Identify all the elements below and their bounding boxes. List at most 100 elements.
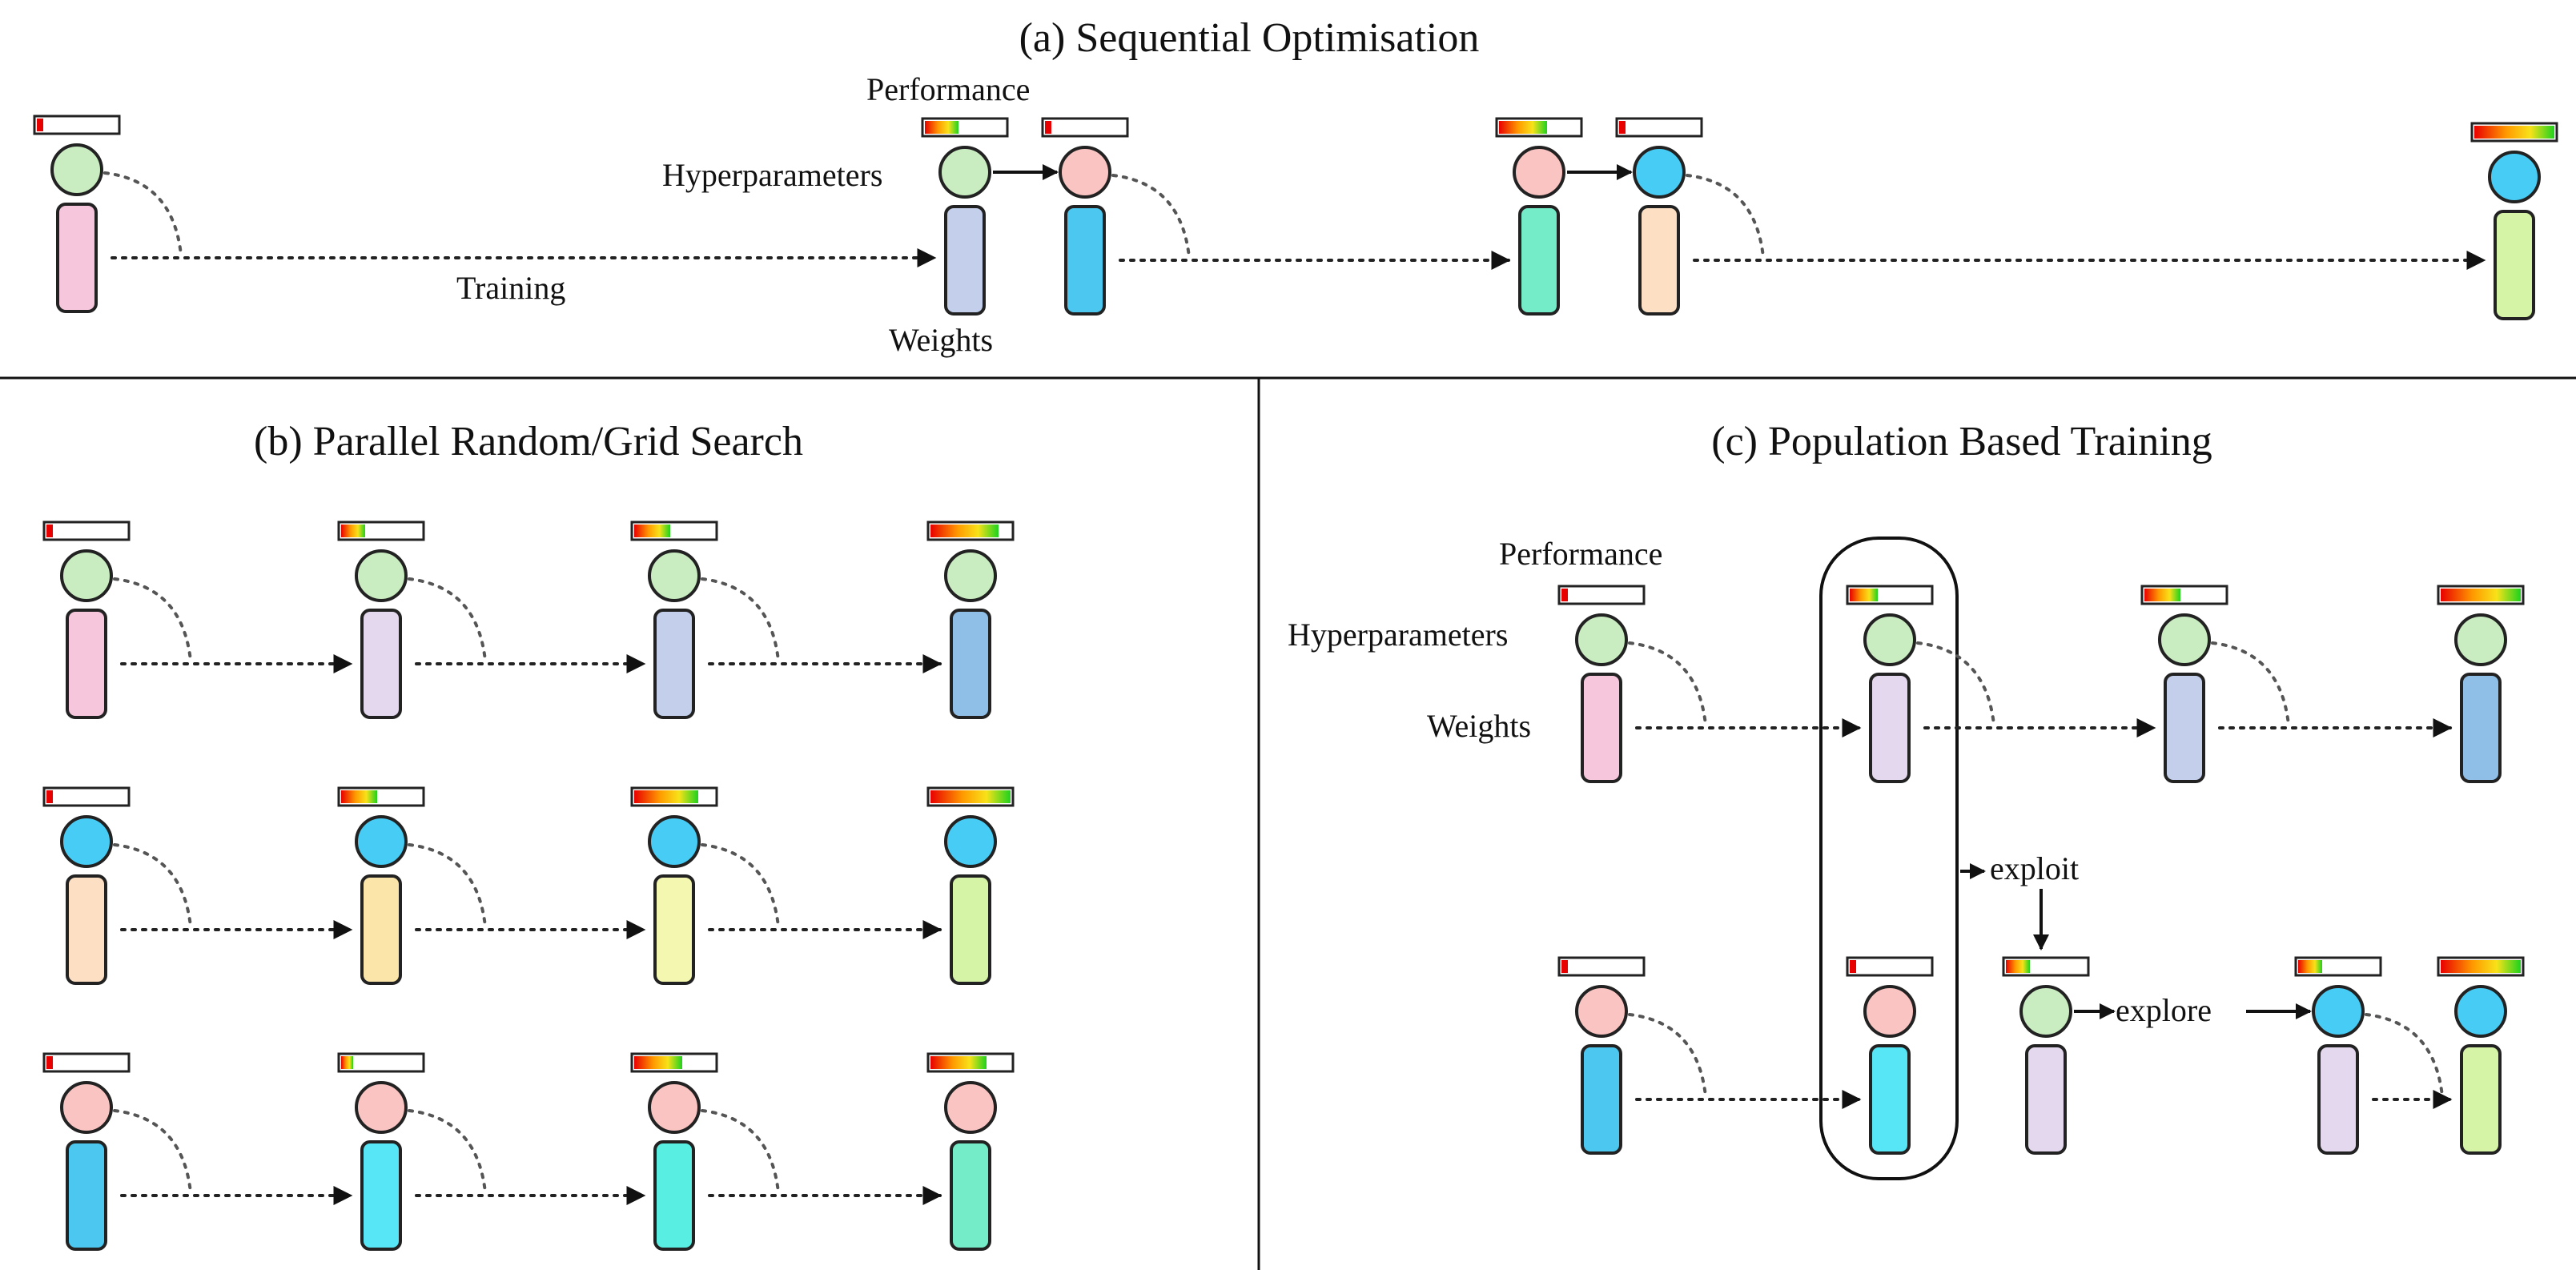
training-curve xyxy=(701,577,780,662)
hyperparameters-circle xyxy=(2454,985,2507,1038)
performance-bar xyxy=(42,1052,131,1073)
hyperparameters-circle xyxy=(648,549,701,602)
training-curve xyxy=(2365,1013,2444,1098)
training-curve xyxy=(113,577,192,662)
label-hyperparameters: Hyperparameters xyxy=(662,157,882,193)
label-training: Training xyxy=(456,270,565,306)
model-node xyxy=(926,520,1015,719)
weights-rect xyxy=(2317,1044,2359,1155)
weights-rect xyxy=(950,874,991,985)
hyperparameters-circle xyxy=(50,143,103,196)
model-node xyxy=(1557,585,1646,783)
weights-rect xyxy=(1581,673,1622,783)
weights-rect xyxy=(1064,205,1106,315)
hyperparameters-circle xyxy=(944,549,997,602)
model-node xyxy=(921,117,1009,315)
weights-rect xyxy=(944,205,986,315)
performance-bar-fill xyxy=(1850,589,1878,601)
model-node xyxy=(337,1052,425,1251)
performance-bar-fill xyxy=(2144,589,2180,601)
hyperparameters-circle xyxy=(648,1081,701,1134)
hyperparameters-circle xyxy=(944,1081,997,1134)
performance-bar-fill xyxy=(2298,960,2322,973)
performance-bar-fill xyxy=(341,524,365,537)
training-curve xyxy=(701,843,780,928)
training-curve xyxy=(2211,641,2290,726)
hyperparameters-circle xyxy=(1575,985,1628,1038)
hyperparameters-circle xyxy=(2158,613,2211,666)
performance-bar-fill xyxy=(37,119,43,131)
label-exploit: exploit xyxy=(1990,850,2079,886)
hyperparameters-circle xyxy=(1059,146,1111,199)
pbt-population-box xyxy=(1819,537,1959,1180)
performance-bar-fill xyxy=(930,1056,987,1069)
model-node xyxy=(630,1052,718,1251)
weights-rect xyxy=(1869,673,1911,783)
training-curve xyxy=(113,1109,192,1194)
performance-bar-fill xyxy=(634,790,698,803)
model-node xyxy=(2002,956,2090,1155)
performance-bar-fill xyxy=(1561,960,1568,973)
training-curve xyxy=(408,843,487,928)
model-node xyxy=(42,786,131,985)
model-node xyxy=(630,520,718,719)
weights-rect xyxy=(950,1140,991,1251)
performance-bar xyxy=(42,520,131,541)
hyperparameters-circle xyxy=(2454,613,2507,666)
hyperparameters-circle xyxy=(2312,985,2365,1038)
performance-bar-fill xyxy=(46,524,53,537)
hyperparameters-circle xyxy=(355,815,408,868)
model-node xyxy=(33,115,121,313)
model-node xyxy=(2437,956,2525,1155)
hyperparameters-circle xyxy=(1863,985,1916,1038)
weights-rect xyxy=(653,874,695,985)
hyperparameters-circle xyxy=(648,815,701,868)
performance-bar xyxy=(1041,117,1129,138)
performance-bar-fill xyxy=(1561,589,1568,601)
weights-rect xyxy=(2164,673,2205,783)
hyperparameters-circle xyxy=(60,1081,113,1134)
weights-rect xyxy=(1638,205,1680,315)
performance-bar-fill xyxy=(341,790,377,803)
performance-bar-fill xyxy=(1619,121,1626,134)
model-node xyxy=(337,786,425,985)
training-curve xyxy=(1916,641,1995,726)
model-node xyxy=(2470,122,2558,320)
model-node xyxy=(1495,117,1583,315)
performance-bar-fill xyxy=(930,524,999,537)
performance-bar-fill xyxy=(634,524,670,537)
weights-rect xyxy=(653,1140,695,1251)
model-node xyxy=(2437,585,2525,783)
weights-rect xyxy=(2025,1044,2067,1155)
performance-bar-fill xyxy=(930,790,1011,803)
weights-rect xyxy=(360,1140,402,1251)
label-weights: Weights xyxy=(889,322,993,358)
hyperparameters-circle xyxy=(944,815,997,868)
connectors xyxy=(103,164,2486,1205)
performance-bar-fill xyxy=(46,790,53,803)
training-curve xyxy=(1628,641,1707,726)
weights-rect xyxy=(2460,673,2502,783)
training-curve xyxy=(113,843,192,928)
performance-bar xyxy=(33,115,121,135)
training-curve xyxy=(1111,174,1191,259)
model-node xyxy=(2140,585,2228,783)
model-node xyxy=(337,520,425,719)
training-curve xyxy=(408,577,487,662)
hyperparameters-circle xyxy=(1863,613,1916,666)
model-node xyxy=(926,1052,1015,1251)
performance-bar-fill xyxy=(2441,960,2521,973)
weights-rect xyxy=(66,874,107,985)
model-node xyxy=(1557,956,1646,1155)
training-curve xyxy=(1686,174,1765,259)
hyperparameters-circle xyxy=(2019,985,2072,1038)
label-performance: Performance xyxy=(1499,536,1662,572)
performance-bar-fill xyxy=(2441,589,2521,601)
weights-rect xyxy=(360,609,402,719)
label-explore: explore xyxy=(2116,992,2212,1028)
weights-rect xyxy=(2494,210,2535,320)
hyperparameters-circle xyxy=(60,549,113,602)
label-performance: Performance xyxy=(866,71,1030,107)
training-curve xyxy=(1628,1013,1707,1098)
weights-rect xyxy=(66,1140,107,1251)
